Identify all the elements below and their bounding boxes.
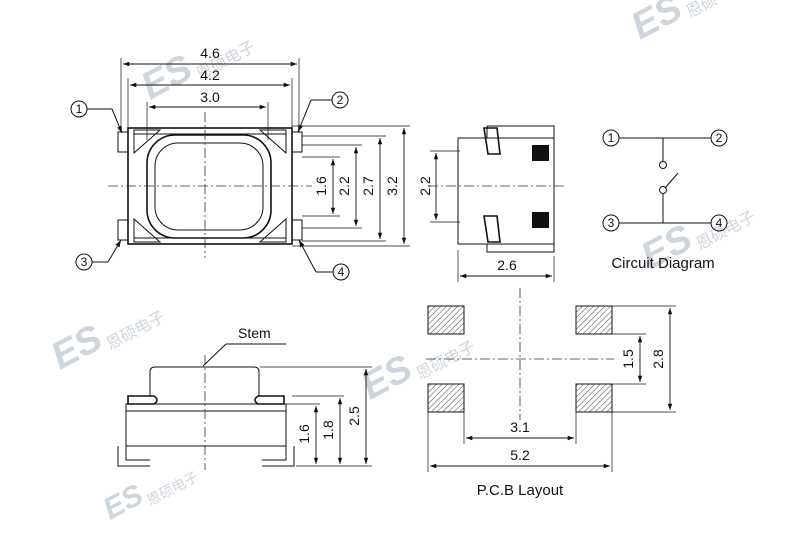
pin-label-2: 2 (337, 93, 344, 107)
dim-4.2: 4.2 (200, 67, 220, 83)
watermark-chinese: 恩硕电子 (683, 0, 748, 22)
front-body (125, 403, 287, 447)
top-view: 4.6 4.2 3.0 1.6 2.2 2.7 3.2 1 2 (70, 45, 410, 281)
dim-2.2: 2.2 (336, 176, 352, 196)
plunger-outer (146, 134, 272, 239)
stem (149, 366, 260, 396)
circuit-pin-label-2: 2 (716, 131, 723, 145)
pcb-pad (427, 383, 465, 413)
front-dim-2.5: 2.5 (346, 406, 362, 426)
front-view: Stem 1.6 1.8 2.5 (117, 325, 372, 470)
watermark-chinese: 恩硕电子 (103, 308, 168, 354)
corner-triangle (258, 129, 287, 155)
pcb-caption: P.C.B Layout (477, 482, 564, 499)
dim-3.0: 3.0 (200, 89, 220, 105)
watermark-brand: ES (45, 317, 109, 378)
terminal (291, 219, 303, 241)
circuit-diagram: 1 2 3 4 Circuit Diagram (602, 129, 728, 272)
pcb-pad (575, 383, 613, 413)
terminal (117, 219, 129, 241)
pcb-dim-5.2: 5.2 (510, 447, 530, 463)
terminal (117, 131, 129, 153)
pcb-dim-2.8: 2.8 (650, 349, 666, 369)
side-dim-2.6: 2.6 (497, 257, 517, 273)
pcb-dim-3.1: 3.1 (510, 419, 530, 435)
circuit-caption: Circuit Diagram (611, 255, 714, 272)
pcb-dim-1.5: 1.5 (620, 349, 636, 369)
side-view: 2.2 2.6 (417, 125, 565, 282)
dim-4.6: 4.6 (200, 45, 220, 61)
side-dim-2.2: 2.2 (417, 176, 433, 196)
watermark-chinese: 恩硕电子 (693, 208, 758, 254)
pin-label-1: 1 (76, 102, 83, 116)
stem-label: Stem (238, 325, 271, 341)
watermark-brand: ES (625, 0, 689, 48)
front-dim-1.6: 1.6 (296, 424, 312, 444)
watermark-brand: ES (98, 478, 149, 526)
watermark-brand: ES (355, 347, 419, 408)
watermark-chinese: 恩硕电子 (144, 468, 201, 508)
side-stem-block (532, 212, 549, 228)
pcb-pad (575, 305, 613, 335)
side-body (457, 137, 555, 245)
dim-3.2: 3.2 (384, 176, 400, 196)
circuit-pin-label-4: 4 (716, 216, 723, 230)
pin-label-4: 4 (338, 265, 345, 279)
pcb-layout: 1.5 2.8 3.1 5.2 P.C.B Layout (426, 288, 676, 499)
corner-triangle (133, 217, 162, 243)
dim-2.7: 2.7 (360, 176, 376, 196)
pcb-pad (427, 305, 465, 335)
pin-label-3: 3 (81, 255, 88, 269)
side-stem-block (532, 145, 549, 161)
front-dim-1.8: 1.8 (320, 420, 336, 440)
watermark-brand: ES (135, 47, 199, 108)
circuit-pin-label-3: 3 (608, 216, 615, 230)
circuit-pin-label-1: 1 (608, 131, 615, 145)
dim-1.6: 1.6 (313, 176, 329, 196)
watermark-chinese: 恩硕电子 (413, 338, 478, 384)
plunger-inner (154, 142, 264, 231)
corner-triangle (258, 217, 287, 243)
terminal (291, 131, 303, 153)
